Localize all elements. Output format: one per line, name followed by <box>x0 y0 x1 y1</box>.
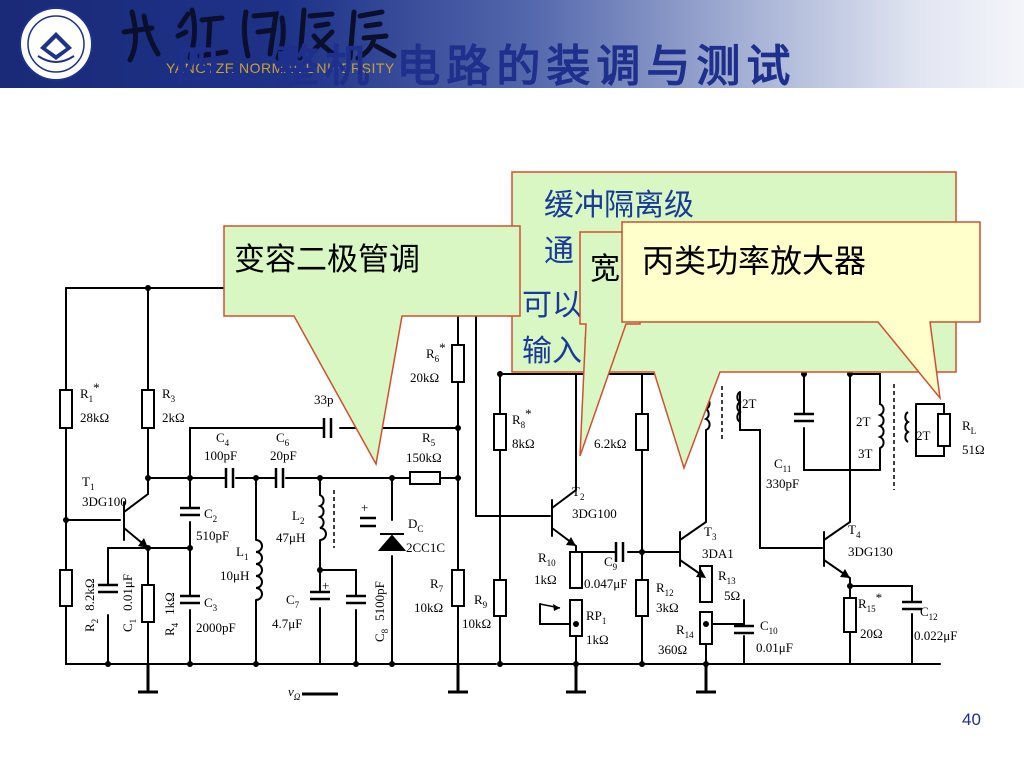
university-seal-icon <box>19 7 93 81</box>
university-calligraphy-logo-icon <box>121 7 397 63</box>
c6-name: C6 <box>276 430 290 448</box>
c9-name: C9 <box>604 554 618 572</box>
r15-name: R15* <box>858 590 882 614</box>
callout-varactor-text: 变容二极管调 <box>234 242 420 278</box>
rp1-name: RP1 <box>586 608 606 626</box>
t3-type: 3DA1 <box>702 546 734 561</box>
page-number: 40 <box>962 710 981 729</box>
t1-name: T1 <box>82 474 94 492</box>
t3-name: T3 <box>704 524 717 542</box>
r10-name: R10 <box>538 550 556 568</box>
r11-value-partial: 6.2kΩ <box>594 436 626 451</box>
r12-value: 3kΩ <box>656 600 679 615</box>
rl-value: 51Ω <box>962 442 985 457</box>
c5-value-partial: 33p <box>314 392 334 407</box>
c12-value: 0.022μF <box>914 628 957 643</box>
svg-text:R28.2kΩ: R28.2kΩ <box>82 578 100 632</box>
r14-name: R14 <box>676 622 694 640</box>
r2-label: R28.2kΩ <box>82 578 100 632</box>
r4-label: R41kΩ <box>162 592 180 636</box>
rp1-value: 1kΩ <box>586 632 609 647</box>
r13-name: R13 <box>718 568 736 586</box>
r8-name: R8* <box>512 406 532 430</box>
l1-name: L1 <box>236 544 248 562</box>
c4-name: C4 <box>216 430 230 448</box>
c11-value: 330pF <box>766 476 799 491</box>
c8-label: C85100pF <box>372 581 390 642</box>
xfmr-2t-a: 2T <box>742 396 757 411</box>
t4-type: 3DG130 <box>848 544 893 559</box>
svg-text:+: + <box>322 578 329 593</box>
svg-text:+: + <box>361 500 368 515</box>
r6-name: R6* <box>426 340 446 364</box>
callout-wideband-text: 宽 <box>590 252 620 287</box>
c3-value: 2000pF <box>196 620 236 635</box>
r10-value: 1kΩ <box>534 572 557 587</box>
c12-name: C12 <box>920 604 938 622</box>
t4-name: T4 <box>848 522 861 540</box>
component-labels: R1* 28kΩ R3 2kΩ T1 3DG100 R28.2kΩ C10.01… <box>80 340 985 702</box>
r8-value: 8kΩ <box>512 436 535 451</box>
xfmr-3t: 3T <box>858 446 873 461</box>
c2-value: 510pF <box>196 528 229 543</box>
r9-name: R9 <box>474 592 488 610</box>
c4-value: 100pF <box>204 448 237 463</box>
callout-buffer-line2: 通 <box>544 234 574 269</box>
c6-value: 20pF <box>270 448 297 463</box>
callout-buffer-line1: 缓冲隔离级 <box>544 188 694 223</box>
input-signal-label: vΩ <box>288 684 301 702</box>
r7-name: R7 <box>430 576 444 594</box>
c9-value: 0.047μF <box>584 576 627 591</box>
svg-text:C85100pF: C85100pF <box>372 581 390 642</box>
t1-type: 3DG100 <box>82 494 127 509</box>
university-english-name: YANGTZE NORMAL UNIVERSITY <box>166 60 395 76</box>
dc-type: 2CC1C <box>406 540 445 555</box>
r7-value: 10kΩ <box>414 600 443 615</box>
r3-value: 2kΩ <box>162 410 185 425</box>
r15-value: 20Ω <box>860 626 883 641</box>
c7-name: C7 <box>286 592 300 610</box>
l2-name: L2 <box>292 508 304 526</box>
r12-name: R12 <box>656 580 674 598</box>
callout-class-c-text: 丙类功率放大器 <box>642 242 867 280</box>
rl-name: RL <box>962 418 976 436</box>
r9-value: 10kΩ <box>462 616 491 631</box>
c3-name: C3 <box>204 595 218 613</box>
r5-value: 150kΩ <box>406 450 442 465</box>
header-band <box>0 0 1024 88</box>
xfmr-2t-b: 2T <box>856 414 871 429</box>
r5-name: R5 <box>422 430 436 448</box>
l1-value: 10μH <box>220 568 249 583</box>
svg-text:C10.01μF: C10.01μF <box>120 574 138 632</box>
r3-name: R3 <box>162 386 176 404</box>
r13-value: 5Ω <box>724 588 740 603</box>
xfmr-2t-c: 2T <box>916 428 931 443</box>
svg-text:R41kΩ: R41kΩ <box>162 592 180 636</box>
page-title: 四、整机 电路的装调与测试 <box>175 41 797 92</box>
r1-value: 28kΩ <box>80 410 109 425</box>
r1-name: R1* <box>80 380 100 404</box>
c1-label: C10.01μF <box>120 574 138 632</box>
t2-name: T2 <box>572 484 584 502</box>
dc-name: DC <box>408 516 423 534</box>
c10-value: 0.01μF <box>756 640 793 655</box>
r14-value: 360Ω <box>658 642 687 657</box>
c11-name: C11 <box>774 456 791 474</box>
r6-value: 20kΩ <box>410 370 439 385</box>
c10-name: C10 <box>760 618 778 636</box>
t2-type: 3DG100 <box>572 506 617 521</box>
callout-buffer-line3: 可以 <box>522 288 582 323</box>
c2-name: C2 <box>204 506 217 524</box>
c7-value: 4.7μF <box>272 616 302 631</box>
l2-value: 47μH <box>276 530 305 545</box>
